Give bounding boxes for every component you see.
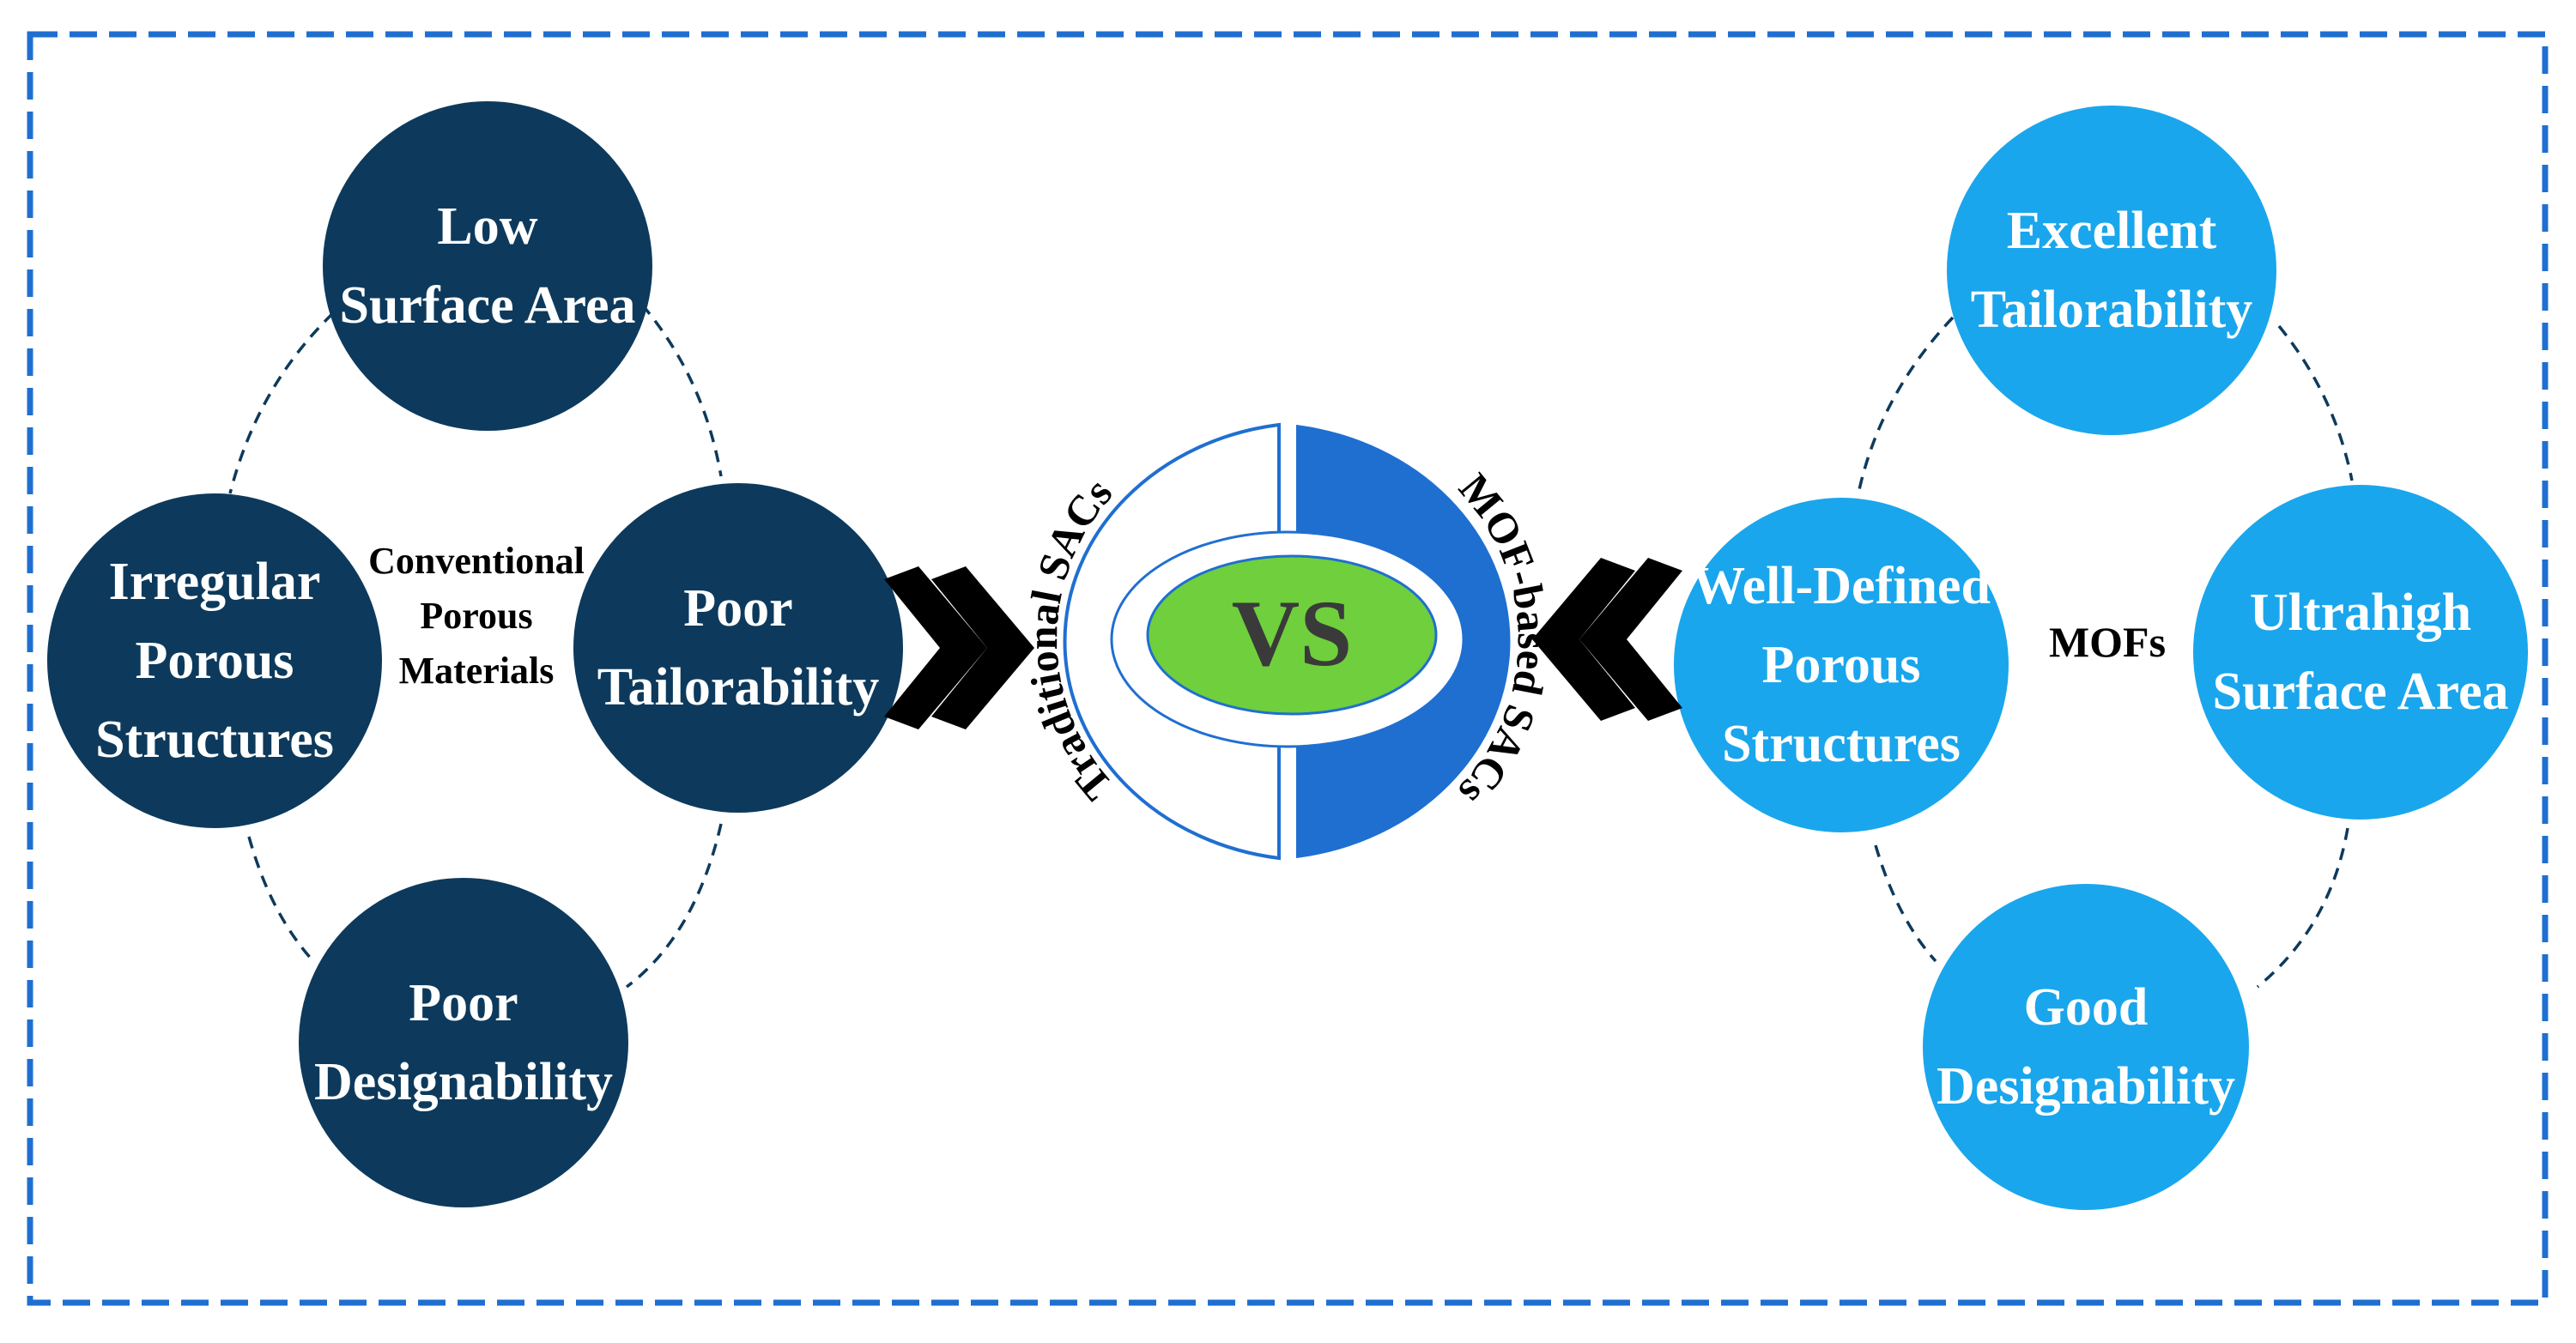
left-circle-left-line: Structures [95,711,334,769]
left-circle-top-line: Surface Area [340,276,636,335]
right-circle-top-line: Excellent [2007,202,2217,260]
left-circle-right [573,483,903,813]
vs-label: VS [1232,581,1353,686]
conventional-label-line: Conventional [368,540,585,582]
center-comparison-badge: VS Traditional SACs MOF-based SACs [1018,422,1557,861]
left-circle-left [47,493,382,828]
right-circle-left-line: Structures [1722,715,1961,773]
left-circle-top-line: Low [437,197,537,256]
left-circles [47,101,903,1207]
left-circle-left-line: Irregular [109,553,321,611]
left-circle-bottom [299,878,628,1207]
left-circle-right-line: Poor [683,579,792,638]
right-connectors [1857,316,2354,989]
left-connector-bottom-right [625,823,723,989]
right-circles [1674,106,2528,1210]
left-circle-top [323,101,652,431]
right-circle-bottom [1923,884,2249,1210]
right-circle-bottom-line: Designability [1937,1057,2235,1116]
vs-ellipse [1146,554,1438,716]
right-circle-right-line: Surface Area [2213,662,2509,721]
right-circle-right [2193,485,2528,820]
left-connector-top-left [228,312,335,494]
right-circle-right-line: Ultrahigh [2250,584,2471,642]
right-connector-bottom-left [1874,844,1937,963]
right-circle-left-line: Porous [1762,636,1921,694]
double-chevron-left-icon [1532,558,1682,721]
right-circle-bottom-line: Good [2024,978,2149,1037]
left-circle-left-line: Porous [136,632,294,690]
left-connector-top-right [640,303,723,477]
right-circle-left-line: Well-Defined [1692,557,1991,615]
right-circle-left [1674,498,2009,832]
right-connector-bottom-right [2256,827,2349,989]
left-connector-bottom-left [247,836,315,963]
right-connector-top-left [1857,316,1955,494]
right-connector-top-right [2277,324,2354,481]
left-circle-right-line: Tailorability [597,658,879,717]
left-circle-bottom-line: Poor [409,974,518,1032]
double-chevron-right-icon [884,566,1034,729]
right-circle-top [1947,106,2276,435]
conventional-label-line: Porous [420,595,532,637]
left-circle-bottom-line: Designability [314,1053,613,1111]
conventional-label-line: Materials [399,650,555,692]
right-circle-labels: ExcellentTailorabilityWell-DefinedPorous… [1692,202,2508,1116]
mofs-label: MOFs [2049,618,2166,666]
dashed-frame [27,31,2549,1306]
left-connectors [228,303,723,989]
right-circle-top-line: Tailorability [1971,281,2252,339]
